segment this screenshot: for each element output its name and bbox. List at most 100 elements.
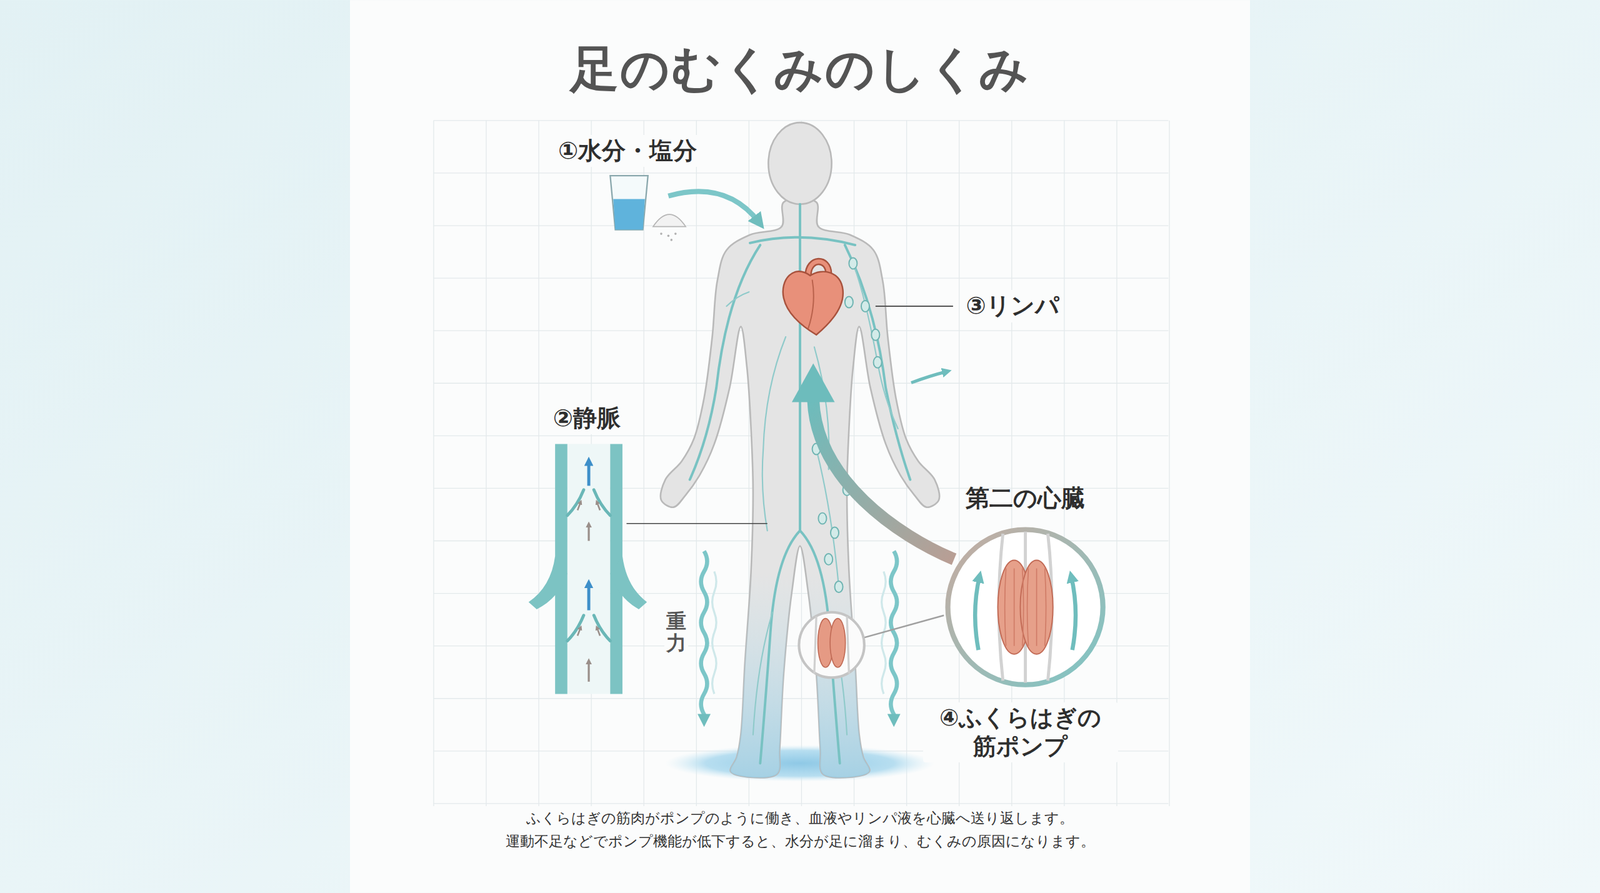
flow-arrow <box>596 501 600 510</box>
calf-circle <box>798 612 864 678</box>
salt-grain <box>670 238 673 242</box>
outflow-arrow <box>911 371 947 384</box>
grid-line <box>433 803 1169 804</box>
vein-branch <box>528 556 568 610</box>
grid-line <box>485 120 487 807</box>
vessel <box>753 612 773 735</box>
gravity-arrow <box>701 551 708 721</box>
lymph-node <box>824 553 833 565</box>
valve <box>593 615 610 642</box>
vessel <box>762 336 786 531</box>
muscle-fiber <box>1005 568 1007 646</box>
salt-grain <box>667 235 670 238</box>
muscle <box>1020 560 1054 654</box>
salt-grains <box>660 232 677 241</box>
valve <box>567 490 584 516</box>
intake-arrow <box>668 191 759 223</box>
callout-label: ①水分・塩分 <box>554 135 701 168</box>
label-slot: ③リンパ <box>962 290 1064 323</box>
panel <box>350 0 1250 893</box>
label-slot: ①水分・塩分 <box>554 135 701 168</box>
salt-grain <box>674 232 677 235</box>
muscle-fiber <box>1027 568 1029 646</box>
grid <box>433 120 1170 807</box>
pump-arrow <box>1071 576 1076 650</box>
caption-slot: ふくらはぎの筋肉がポンプのように働き、血液やリンパ液を心臓へ送り返します。 運動… <box>481 806 1119 854</box>
glass <box>610 175 648 230</box>
flow-arrow <box>587 461 591 486</box>
muscle-fiber <box>1045 568 1047 646</box>
vessel <box>798 306 802 531</box>
magnifier-circle: 第二の心臓 <box>943 483 1107 689</box>
vein-branch <box>610 556 647 610</box>
grid-line <box>1168 120 1170 807</box>
return-arrow <box>813 400 954 560</box>
heart <box>783 261 844 335</box>
salt-pile <box>653 214 686 227</box>
return-arrowhead <box>791 363 835 402</box>
label-slot: 重力 <box>664 608 689 657</box>
vein-lumen <box>567 443 611 694</box>
lymph-node <box>845 296 854 309</box>
lymph-node <box>848 257 857 269</box>
body-silhouette <box>660 198 940 778</box>
muscle-fiber <box>1022 568 1024 646</box>
lymph-node <box>835 581 844 593</box>
grid-line <box>433 120 434 807</box>
label-slot: ②静脈 <box>549 402 625 435</box>
vessels <box>690 204 911 764</box>
lymph-node <box>861 300 870 312</box>
vein-section <box>528 443 647 694</box>
salt-grain <box>660 232 663 235</box>
calf-muscle <box>830 618 845 668</box>
vessel <box>845 245 910 480</box>
heart-line <box>808 280 814 329</box>
lymph-node <box>830 526 839 539</box>
pump-arrow <box>975 576 980 650</box>
head-silhouette <box>768 122 832 205</box>
water-puddle <box>665 745 935 782</box>
flow-arrow <box>587 583 591 610</box>
thin-vessels <box>726 263 898 735</box>
valve <box>593 490 610 516</box>
flow-arrow <box>577 501 581 510</box>
heart-shape <box>783 271 844 335</box>
water <box>613 199 645 230</box>
vessel <box>750 237 855 245</box>
grid-line <box>433 698 1169 699</box>
flow-arrow <box>596 627 600 636</box>
leg-water <box>704 571 899 787</box>
grid-line <box>433 120 1169 121</box>
leader-line <box>626 523 767 525</box>
lymph-node <box>818 513 827 525</box>
grid-line <box>538 120 539 807</box>
lymph-vessel <box>853 263 899 429</box>
force-label: 重力 <box>664 608 689 657</box>
vessel <box>690 245 761 480</box>
caption: ふくらはぎの筋肉がポンプのように働き、血液やリンパ液を心臓へ送り返します。 運動… <box>481 806 1119 854</box>
magnifier-ring <box>948 529 1104 685</box>
gravity-wave <box>712 571 717 695</box>
lymph-node <box>871 329 880 341</box>
magnifier-outline <box>943 525 1107 689</box>
muscle-fiber <box>1013 568 1015 646</box>
valves <box>567 490 611 642</box>
tendon <box>846 616 849 674</box>
callout-label: ④ふくらはぎの 筋ポンプ <box>923 702 1119 764</box>
gravity-arrow <box>890 551 897 721</box>
callout-label: ③リンパ <box>962 290 1064 323</box>
lymph-node <box>873 356 882 369</box>
node-heading: 第二の心臓 <box>943 483 1107 514</box>
tendon <box>814 616 817 674</box>
label-slot: ④ふくらはぎの 筋ポンプ <box>923 702 1119 764</box>
flow-arrow <box>587 524 590 541</box>
vessel <box>726 291 749 307</box>
callout-label: ②静脈 <box>549 402 625 435</box>
flow-arrow <box>587 661 590 682</box>
vessel <box>760 530 800 764</box>
muscle-fiber <box>1036 568 1038 646</box>
diagram-title: 足のむくみのしくみ <box>0 40 1600 99</box>
